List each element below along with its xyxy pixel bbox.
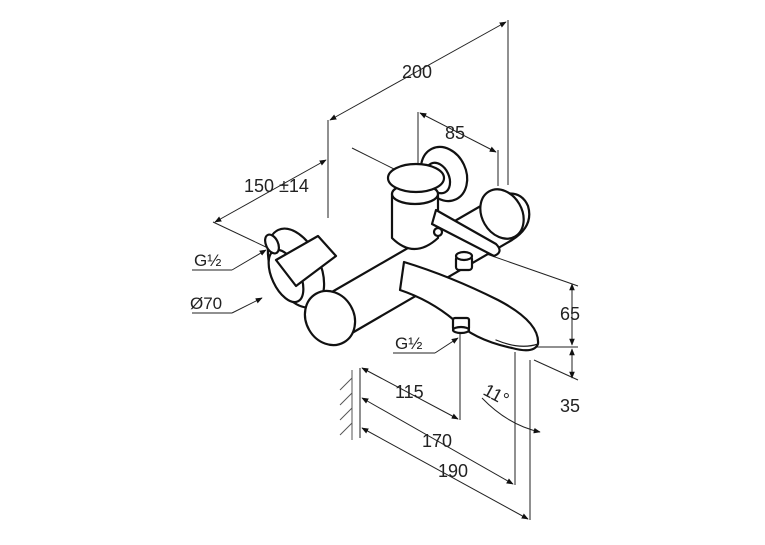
dim-line-200 bbox=[329, 21, 507, 121]
dim-width-overall: 200 bbox=[402, 62, 432, 82]
callout-inlet-thread: G½ bbox=[194, 251, 221, 270]
dim-wall-offset: 150 ±14 bbox=[244, 176, 309, 196]
dimension-lines bbox=[214, 21, 575, 520]
dim-line-190 bbox=[361, 427, 529, 520]
angle-arc bbox=[481, 397, 541, 434]
callout-leaders bbox=[192, 249, 459, 354]
dim-height-upper: 65 bbox=[560, 304, 580, 324]
dim-angle: 11° bbox=[480, 380, 512, 410]
dim-line-150 bbox=[214, 159, 327, 223]
lever bbox=[430, 208, 501, 258]
right-handle-knob bbox=[479, 188, 525, 240]
left-end-cap bbox=[303, 289, 357, 347]
dim-handle-offset: 85 bbox=[445, 123, 465, 143]
dimension-labels: 200 85 150 ±14 65 35 115 170 190 11° bbox=[244, 62, 580, 481]
dim-spout-115: 115 bbox=[395, 382, 424, 402]
left-inlet-nut bbox=[264, 233, 280, 255]
dim-spout-170: 170 bbox=[422, 431, 452, 451]
mixer-outline bbox=[264, 145, 540, 352]
callout-outlet-thread: G½ bbox=[395, 334, 422, 353]
callout-labels: G½ Ø70 G½ bbox=[190, 251, 422, 353]
dim-line-85 bbox=[419, 112, 497, 153]
wall-hatch bbox=[339, 370, 353, 440]
spout bbox=[398, 260, 540, 352]
dim-height-lower: 35 bbox=[560, 396, 580, 416]
dim-spout-190: 190 bbox=[438, 461, 468, 481]
callout-rosette-diameter: Ø70 bbox=[190, 294, 222, 313]
top-cap bbox=[386, 162, 446, 194]
control-column bbox=[390, 192, 440, 251]
